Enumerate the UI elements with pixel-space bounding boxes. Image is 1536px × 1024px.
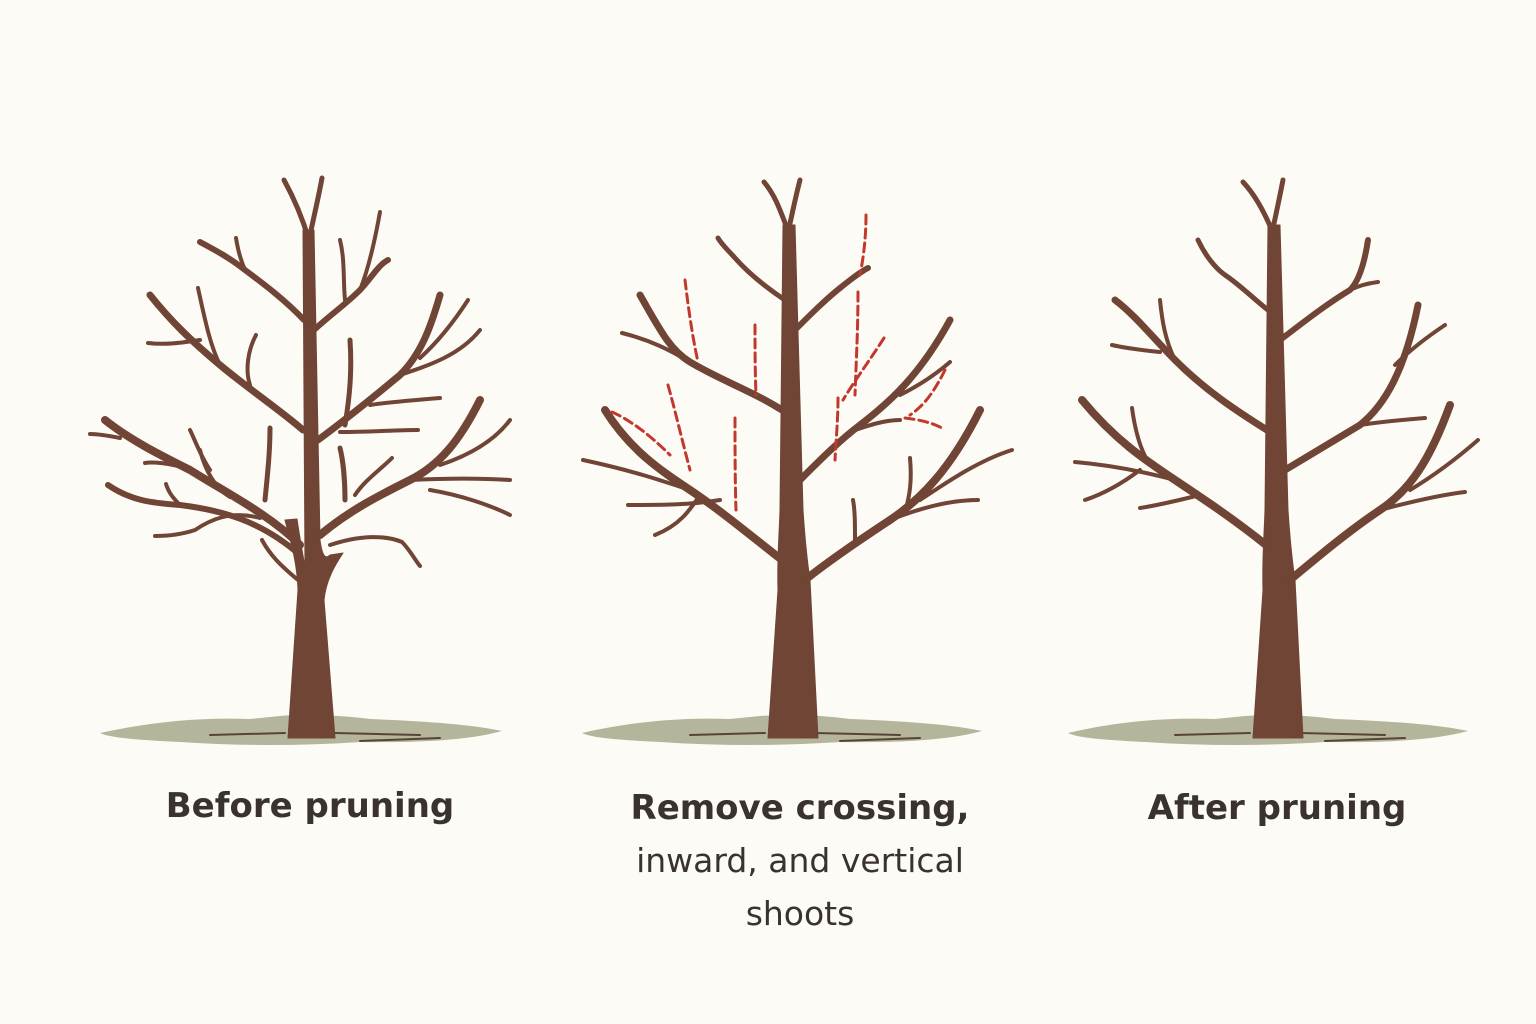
tree-during-pruning [581, 177, 1014, 745]
caption-before-pruning: Before pruning [165, 786, 455, 826]
ground-lines [1174, 732, 1406, 742]
caption-after-pruning: After pruning [1147, 788, 1407, 828]
branches [88, 175, 512, 582]
caption-remove-shoots: Remove crossing, inward, and vertical sh… [600, 786, 1000, 940]
cut-marks [610, 213, 947, 512]
ground-lines [689, 732, 921, 742]
trunk [1252, 224, 1304, 739]
ground-lines [209, 732, 441, 742]
tree-before-pruning [88, 175, 512, 745]
branches [1073, 177, 1480, 584]
caption-line-2: inward, and vertical [636, 841, 964, 880]
caption-line-3: shoots [745, 894, 855, 933]
caption-line-1: Remove crossing, [630, 788, 970, 828]
trunk [767, 224, 819, 739]
tree-after-pruning [1068, 177, 1480, 745]
